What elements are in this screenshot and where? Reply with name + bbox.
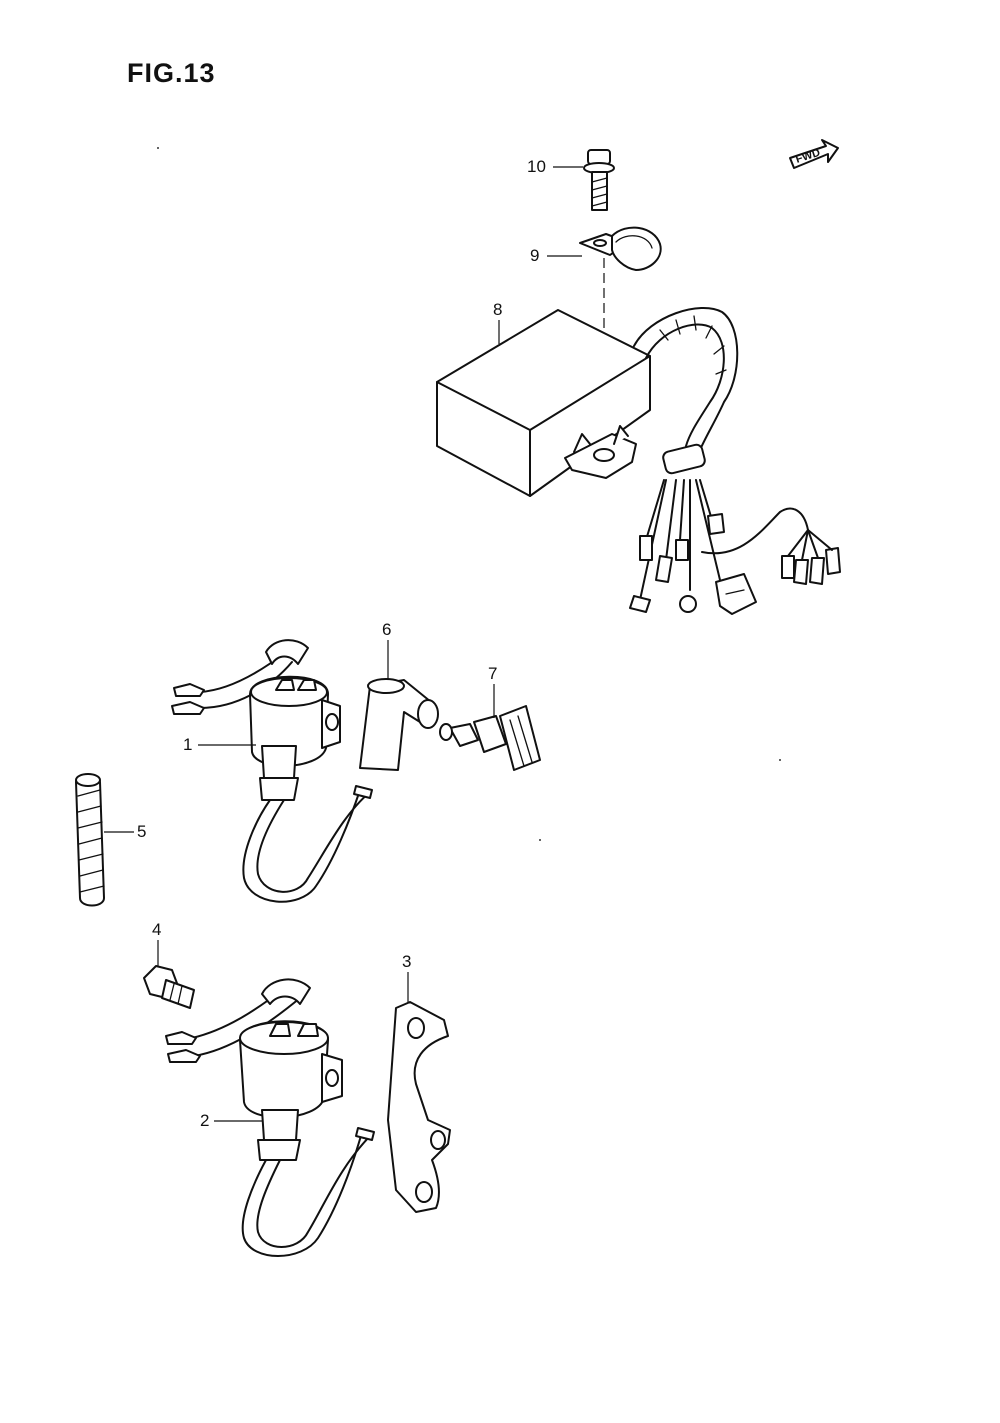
cdi-unit-icon (436, 307, 841, 615)
ignition-coil-icon (165, 978, 375, 1257)
ignition-coil-icon (171, 639, 373, 903)
figure-title: FIG.13 (127, 58, 216, 88)
callout-9: 9 (530, 246, 540, 265)
fwd-arrow-icon: FWD (789, 139, 839, 169)
spark-plug-icon (439, 705, 541, 771)
bolt-icon (583, 149, 615, 211)
callout-10: 10 (527, 157, 546, 176)
callout-7: 7 (488, 664, 498, 683)
bracket-plate-icon (387, 1001, 451, 1213)
callout-1: 1 (183, 735, 193, 754)
bolt-icon (143, 965, 195, 1009)
spiral-wrap-tube-icon (75, 773, 105, 907)
callout-2: 2 (200, 1111, 210, 1130)
callout-6: 6 (382, 620, 392, 639)
callout-4: 4 (152, 920, 162, 939)
clamp-icon (579, 226, 662, 271)
plug-cap-icon (359, 678, 439, 771)
callout-8: 8 (493, 300, 503, 319)
callout-3: 3 (402, 952, 412, 971)
callout-5: 5 (137, 822, 147, 841)
